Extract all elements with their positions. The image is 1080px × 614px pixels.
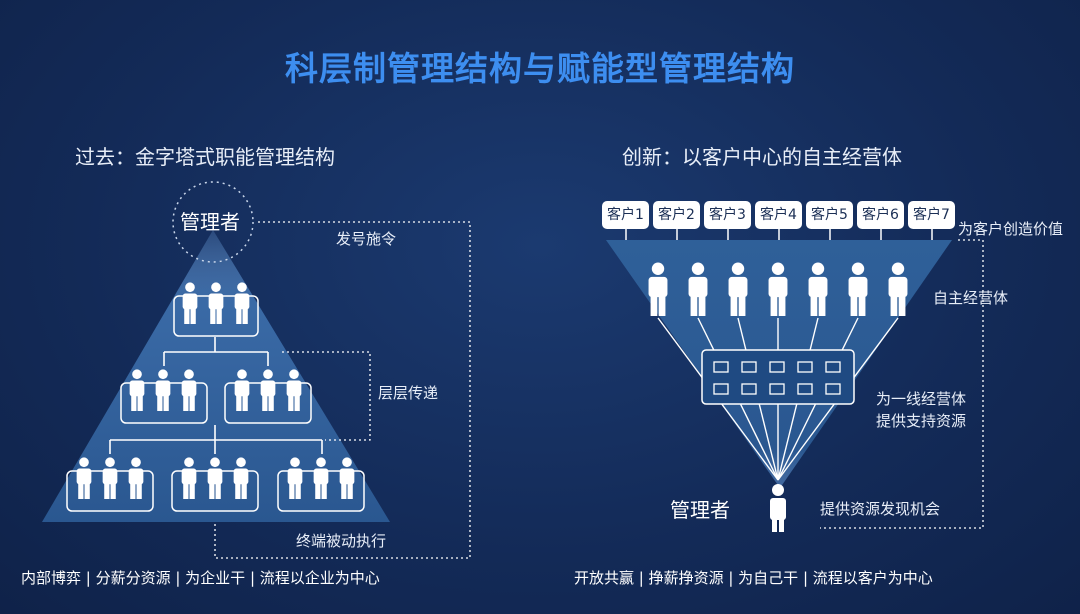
platform-cells	[713, 361, 841, 395]
customer-2-box: 客户2	[653, 201, 700, 229]
left-pyramid	[42, 230, 390, 522]
person-icon	[181, 369, 197, 411]
person-icon	[260, 369, 276, 411]
platform-cell	[741, 361, 757, 373]
person-icon	[76, 457, 92, 499]
platform-cell	[797, 361, 813, 373]
platform-cell	[741, 383, 757, 395]
customer-ticks	[625, 229, 933, 240]
left-people	[76, 282, 355, 499]
person-icon	[233, 457, 249, 499]
left-dotted-brackets	[214, 221, 471, 559]
platform-cell	[769, 361, 785, 373]
note-command: 发号施令	[336, 230, 397, 248]
person-icon	[182, 282, 198, 324]
note-support-2: 提供支持资源	[876, 412, 967, 430]
right-footer: 开放共赢 | 挣薪挣资源 | 为自己干 | 流程以客户为中心	[574, 569, 933, 587]
right-heading: 创新：以客户中心的自主经营体	[622, 145, 902, 169]
person-icon	[207, 457, 223, 499]
right-manager-label: 管理者	[670, 498, 730, 522]
person-icon	[339, 457, 355, 499]
note-support-1: 为一线经营体	[876, 390, 967, 408]
customer-5-box: 客户5	[806, 201, 853, 229]
platform-cell	[769, 383, 785, 395]
person-icon	[287, 457, 303, 499]
person-icon	[888, 262, 908, 316]
person-icon	[155, 369, 171, 411]
left-manager-label: 管理者	[180, 210, 240, 234]
person-icon	[688, 262, 708, 316]
person-icon	[286, 369, 302, 411]
customer-1-box: 客户1	[602, 201, 649, 229]
customer-6-box: 客户6	[857, 201, 904, 229]
main-title: 科层制管理结构与赋能型管理结构	[285, 49, 795, 88]
left-hierarchy-lines	[109, 337, 323, 454]
platform-cell	[797, 383, 813, 395]
person-icon	[768, 262, 788, 316]
right-manager-figure	[770, 484, 786, 532]
note-units: 自主经营体	[933, 289, 1009, 307]
person-icon	[848, 262, 868, 316]
support-platform	[701, 349, 855, 405]
person-icon	[129, 369, 145, 411]
person-icon	[181, 457, 197, 499]
person-icon	[728, 262, 748, 316]
platform-cell	[825, 361, 841, 373]
person-icon	[648, 262, 668, 316]
note-discover: 提供资源发现机会	[820, 500, 941, 518]
person-icon	[234, 282, 250, 324]
customer-7-box: 客户7	[908, 201, 955, 229]
note-relay: 层层传递	[378, 384, 439, 402]
platform-cell	[825, 383, 841, 395]
note-value: 为客户创造价值	[958, 220, 1064, 238]
left-heading: 过去：金字塔式职能管理结构	[75, 145, 335, 169]
right-people	[648, 262, 908, 316]
customer-3-box: 客户3	[704, 201, 751, 229]
person-icon	[808, 262, 828, 316]
platform-cell	[713, 383, 729, 395]
person-icon	[234, 369, 250, 411]
person-icon	[102, 457, 118, 499]
person-icon	[208, 282, 224, 324]
left-footer: 内部博弈 | 分薪分资源 | 为企业干 | 流程以企业为中心	[21, 569, 380, 587]
note-execute: 终端被动执行	[296, 532, 387, 550]
customer-4-box: 客户4	[755, 201, 802, 229]
person-icon	[128, 457, 144, 499]
manager-dotted-circle	[172, 181, 254, 263]
platform-cell	[713, 361, 729, 373]
person-icon	[313, 457, 329, 499]
